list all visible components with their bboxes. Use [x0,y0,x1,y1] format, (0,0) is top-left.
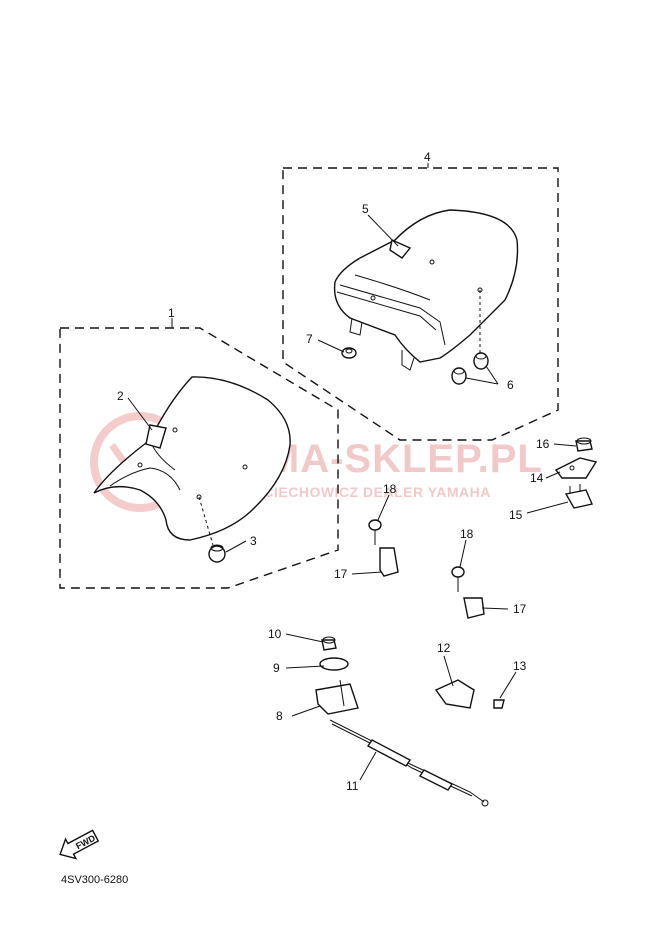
callout-8: 8 [276,709,283,723]
callout-12: 12 [437,641,451,655]
callout-16: 16 [536,437,550,451]
nut-10-icon [321,636,337,651]
bracket-8-icon [315,683,359,715]
callout-5: 5 [362,202,369,216]
diagram-code: 4SV300-6280 [61,874,128,886]
callout-7: 7 [306,332,313,346]
rear-seat-group-outline [282,167,559,441]
plate-9-icon [319,657,349,671]
damper-7-icon [341,347,357,359]
damper-6a-icon [451,367,467,385]
nut-16-icon [575,437,593,452]
callout-13: 13 [513,659,527,673]
bolt-18b-icon [451,566,465,592]
callout-14: 14 [530,471,544,485]
bracket-15-icon [564,489,593,509]
callout-11: 11 [346,779,359,793]
callout-15: 15 [509,508,523,522]
callout-2: 2 [117,389,124,403]
callout-9: 9 [273,661,280,675]
watermark-subtitle: WOJCIECHOWICZ DEALER YAMAHA [230,484,491,500]
callout-17b: 17 [513,602,527,616]
damper-6b-icon [473,352,489,370]
bracket-17b-icon [463,597,485,619]
callout-1: 1 [168,306,175,320]
bracket-12-icon [434,679,475,709]
front-seat-group-outline [59,327,339,589]
callout-4: 4 [424,150,431,164]
callout-6: 6 [507,378,514,392]
bolt-18a-icon [368,519,382,545]
rear-seat [333,209,519,371]
callout-10: 10 [268,627,282,641]
callout-18b: 18 [460,527,474,541]
callout-17a: 17 [334,567,348,581]
callout-3: 3 [250,534,257,548]
damper-3-icon [208,544,226,563]
bracket-14-icon [554,457,598,479]
bracket-17a-icon [379,547,399,577]
fwd-arrow-icon: FWD [59,829,100,860]
seat-lock-cable-11 [329,719,489,807]
callout-18a: 18 [383,482,397,496]
front-seat [93,376,291,541]
bolt-13-icon [493,699,505,709]
